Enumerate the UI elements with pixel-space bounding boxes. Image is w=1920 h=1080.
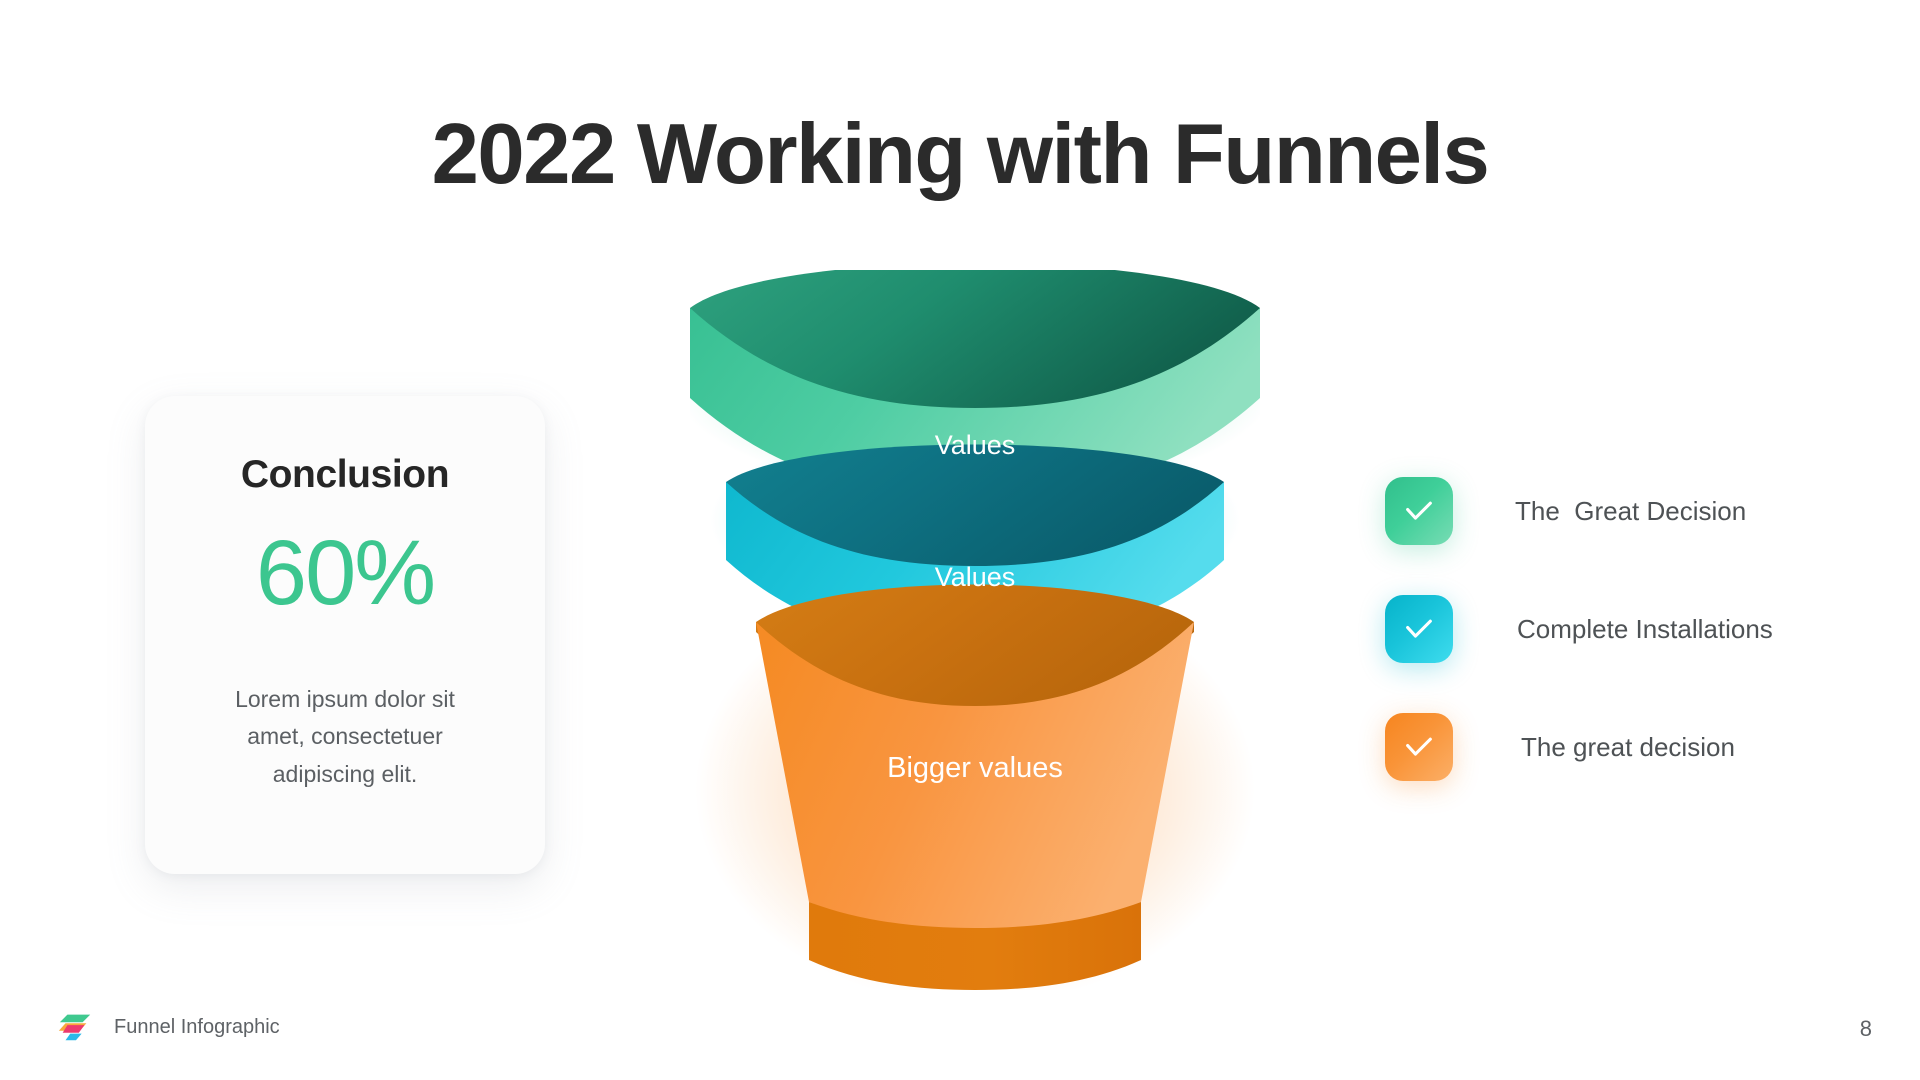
legend-item-2-label: Complete Installations <box>1517 613 1773 644</box>
brand-name-label: Funnel Infographic <box>114 1015 280 1038</box>
legend-item-1-label: The Great Decision <box>1515 495 1747 526</box>
page-number: 8 <box>1859 1016 1872 1041</box>
funnel-diagram: Values Values Bigger values <box>690 270 1260 990</box>
conclusion-heading: Conclusion <box>240 453 450 496</box>
funnel-stage-1 <box>690 270 1260 498</box>
check-icon <box>1385 477 1453 545</box>
check-icon <box>1385 595 1453 663</box>
funnel-stage-3 <box>756 584 1194 990</box>
legend-item-3-label: The great decision <box>1521 731 1735 762</box>
legend-item-2[interactable]: Complete Installations <box>1385 595 1865 663</box>
legend-list: The Great Decision Complete Installation… <box>1385 477 1865 781</box>
legend-item-3[interactable]: The great decision <box>1385 713 1865 781</box>
conclusion-card: Conclusion 60% Lorem ipsum dolor sit ame… <box>145 396 545 874</box>
brand-logo-icon <box>56 1008 94 1046</box>
footer-brand: Funnel Infographic <box>56 1008 280 1046</box>
check-icon <box>1385 713 1453 781</box>
legend-item-1[interactable]: The Great Decision <box>1385 477 1865 545</box>
conclusion-body-text: Lorem ipsum dolor sit amet, consectetuer… <box>235 686 455 787</box>
page-title: 2022 Working with Funnels <box>431 107 1490 202</box>
conclusion-percentage: 60% <box>255 522 436 624</box>
